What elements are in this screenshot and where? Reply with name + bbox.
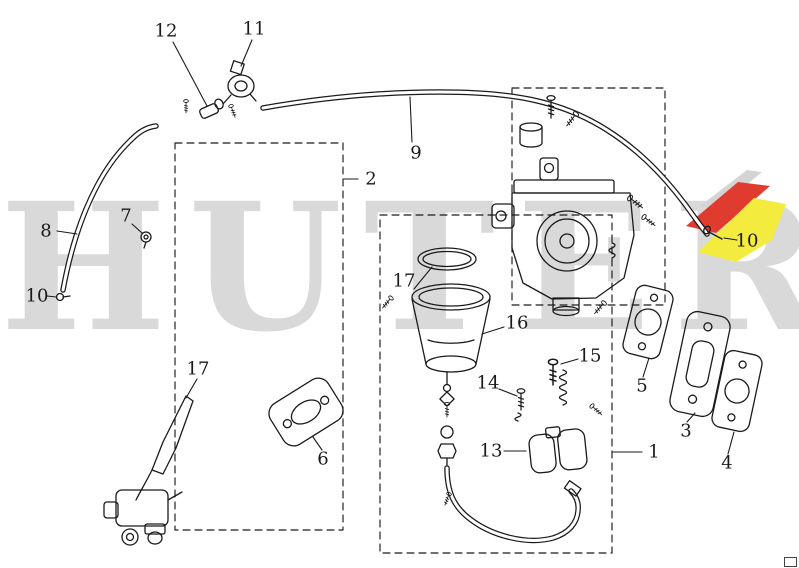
gasket-5: [622, 284, 674, 360]
o-ring-17: [380, 247, 477, 311]
hose-fitting-12: [183, 98, 238, 119]
part-label-17-lower: 17: [186, 358, 210, 380]
part-label-10-left: 10: [25, 285, 49, 307]
part-label-16: 16: [505, 312, 529, 334]
fuel-hose-9: [260, 89, 710, 237]
hose-clip-10: [55, 292, 71, 302]
huter-logo: [686, 170, 786, 262]
part-label-9: 9: [410, 142, 422, 164]
screw-14: [514, 388, 526, 422]
group-box-part-2: [174, 142, 344, 531]
grommet-7: [140, 231, 152, 249]
part-label-3: 3: [680, 420, 692, 442]
drain-valve-and-tube: [437, 425, 582, 544]
insulator-3: [669, 310, 731, 418]
page-corner-marker: [784, 557, 797, 567]
part-label-6: 6: [317, 448, 329, 470]
part-label-8: 8: [40, 220, 52, 242]
part-label-14: 14: [476, 372, 500, 394]
gasket-6: [268, 377, 344, 447]
screw-spring-15: [547, 358, 604, 418]
part-label-17-upper: 17: [392, 270, 416, 292]
main-jet-parts: [439, 371, 455, 418]
fuel-valve-11: [222, 60, 257, 105]
leader-lines: [46, 39, 738, 455]
carburetor-assembly: [491, 94, 658, 317]
filter-cup-16: [411, 283, 491, 373]
part-label-2: 2: [365, 168, 377, 190]
fuel-hose-8: [60, 123, 159, 293]
bolt-10: [703, 225, 723, 240]
group-box-part-1: [379, 214, 613, 554]
gasket-4: [711, 349, 763, 433]
throttle-control-assembly-17: [103, 395, 194, 546]
huter-watermark-text: HUTER: [0, 164, 799, 371]
part-label-11: 11: [242, 18, 266, 40]
part-label-1: 1: [648, 441, 660, 463]
part-label-13: 13: [479, 440, 503, 462]
part-label-15: 15: [578, 345, 602, 367]
part-label-5: 5: [636, 375, 648, 397]
float-13: [528, 426, 588, 474]
part-label-4: 4: [721, 452, 733, 474]
part-label-10-right: 10: [735, 230, 759, 252]
part-label-12: 12: [154, 20, 178, 42]
part-label-7: 7: [120, 205, 132, 227]
